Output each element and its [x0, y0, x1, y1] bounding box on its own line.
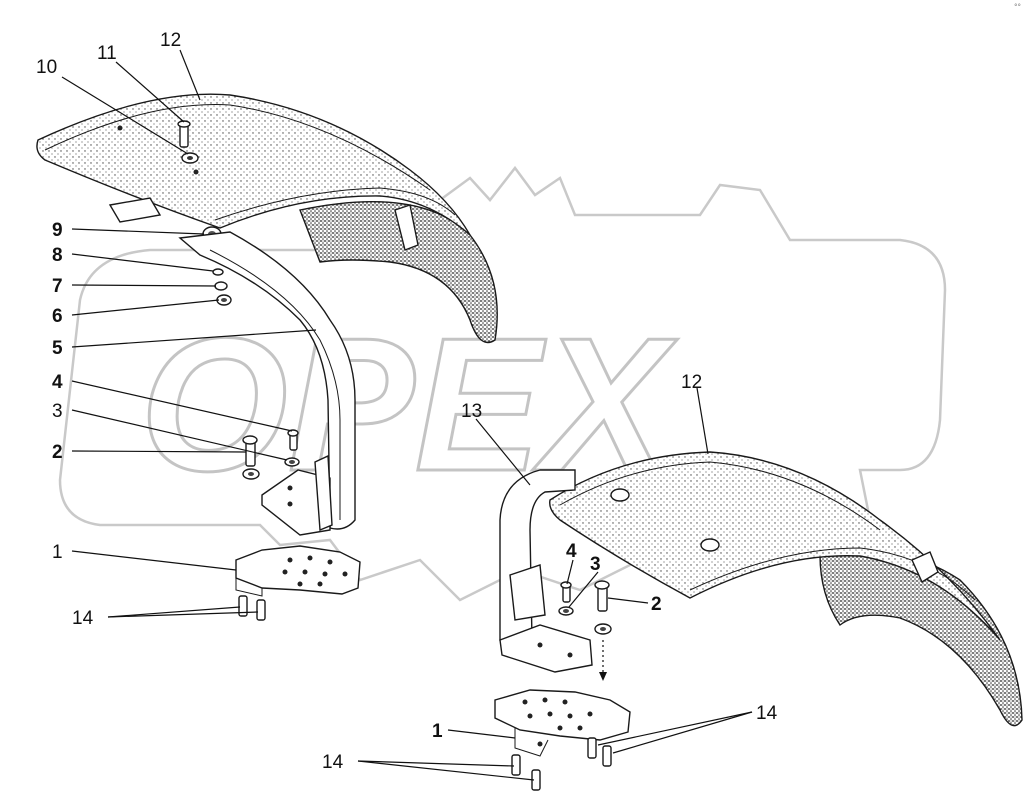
left-arm-base-plate	[261, 469, 331, 536]
watermark-text: OPEX	[140, 299, 678, 511]
left-fender-flap	[108, 197, 162, 223]
left-fender-assembly	[36, 93, 498, 621]
watermark-gear-outline	[58, 165, 947, 602]
right-mount-plate	[494, 689, 631, 741]
right-dowel-pin-a	[511, 754, 521, 776]
left-bolt-11-head	[177, 120, 191, 128]
left-dowel-pin-b	[256, 599, 266, 621]
callout-right-1: 1	[432, 721, 443, 742]
callout-left-9: 9	[52, 220, 63, 241]
corner-mark: °°	[1014, 3, 1021, 11]
left-fender-bracket	[394, 204, 419, 251]
left-support-arm	[178, 231, 356, 530]
right-fender-bracket	[911, 551, 939, 584]
callout-left-2: 2	[52, 442, 63, 463]
callout-left-4: 4	[52, 372, 63, 393]
left-mount-plate	[235, 545, 361, 595]
watermark: OPEX	[58, 165, 947, 602]
callout-left-14: 14	[72, 608, 94, 629]
left-fender-bead	[214, 187, 456, 221]
callout-right-12: 12	[681, 372, 702, 393]
right-fender-inner	[819, 550, 1023, 727]
right-dowel-pin-c	[587, 737, 597, 759]
right-arm-base-plate	[499, 624, 593, 673]
callout-left-1: 1	[52, 542, 63, 563]
callout-right-14-bottom: 14	[322, 752, 344, 773]
callout-left-11: 11	[97, 43, 117, 64]
left-dowel-pin-a	[238, 595, 248, 617]
callout-right-2: 2	[651, 594, 662, 615]
right-fender-assembly	[494, 451, 1023, 791]
left-mount-plate-holes	[282, 555, 348, 587]
left-fender-rim	[44, 104, 431, 191]
callout-left-6: 6	[52, 306, 63, 327]
leader-lines	[61, 49, 753, 781]
right-mount-plate-holes	[522, 697, 593, 747]
left-washer-8	[212, 268, 224, 276]
left-washer-7	[214, 281, 228, 291]
right-dowel-pin-d	[602, 745, 612, 767]
callout-right-3: 3	[590, 554, 601, 575]
callout-left-8: 8	[52, 245, 63, 266]
callout-left-10: 10	[36, 57, 57, 78]
callout-left-3: 3	[52, 401, 63, 422]
left-arm-gusset	[314, 454, 333, 532]
callout-left-5: 5	[52, 338, 63, 359]
callout-right-4: 4	[566, 541, 577, 562]
right-fender-bolt-b	[700, 538, 720, 552]
callout-left-12: 12	[160, 30, 181, 51]
callout-left-7: 7	[52, 276, 63, 297]
callout-right-14-top: 14	[756, 703, 778, 724]
right-fender-bolt-a	[610, 488, 630, 502]
right-fender-rim	[559, 461, 881, 531]
callout-right-13: 13	[461, 401, 482, 422]
callout-labels: 12 11 10 9 8 7 6 5 4 3 2 1 14 12 13 4 3 …	[36, 30, 778, 773]
right-fender-shell	[549, 451, 1001, 641]
right-arm-sleeve	[509, 564, 546, 621]
left-fender-inner	[299, 201, 498, 344]
